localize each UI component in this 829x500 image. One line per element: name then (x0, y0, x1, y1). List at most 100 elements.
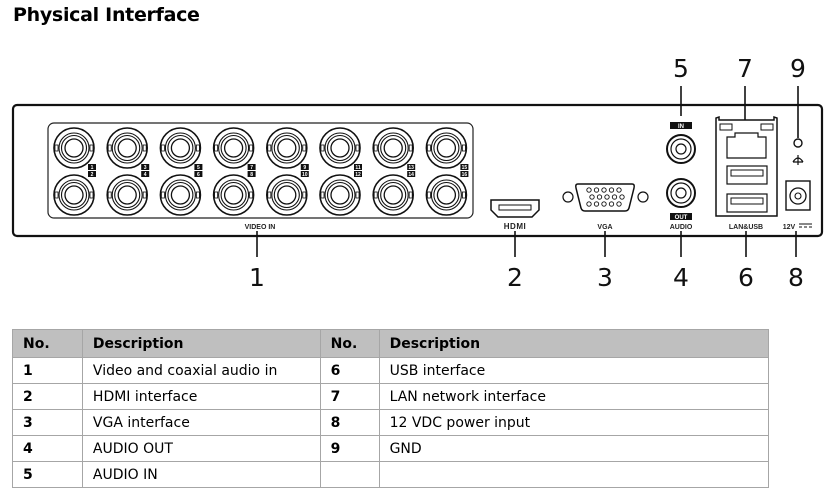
audio-in-tag: IN (678, 124, 684, 130)
table-row: 4 AUDIO OUT 9 GND (12, 435, 770, 462)
bnc-connector (372, 127, 415, 169)
vga-pin (616, 187, 622, 193)
lan-usb-block (715, 115, 778, 217)
table-header-row: No. Description No. Description (12, 329, 770, 358)
vga-pin (608, 201, 615, 207)
channel-tag-bg (407, 164, 416, 170)
channel-number: 5 (197, 165, 200, 171)
channel-tag-bg (194, 164, 203, 170)
channel-number: 1 (91, 165, 94, 171)
channel-number: 6 (197, 172, 200, 178)
bnc-connector (212, 127, 255, 169)
cell-no: 3 (12, 409, 83, 436)
cell-no: 4 (12, 435, 83, 462)
leader-lines (256, 86, 799, 257)
channel-tag-bg (141, 171, 150, 177)
channel-number: 4 (144, 172, 147, 178)
bnc-connector (53, 174, 95, 216)
callout-1: 1 (249, 263, 265, 292)
audio-in-tag-bg (670, 122, 692, 129)
callout-2: 2 (507, 263, 523, 292)
cell-description: GND (378, 435, 770, 462)
hdmi-port (490, 199, 540, 218)
interface-table: No. Description No. Description 1 Video … (12, 329, 770, 488)
header-description: Description (378, 329, 770, 358)
vga-pin (601, 187, 607, 193)
cell-description: 12 VDC power input (378, 409, 770, 436)
channel-number: 9 (303, 165, 306, 171)
header-no: No. (12, 329, 83, 358)
callout-8: 8 (788, 263, 804, 292)
table-row: 3 VGA interface 8 12 VDC power input (12, 409, 770, 436)
header-no: No. (319, 329, 380, 358)
channel-number: 16 (462, 172, 468, 178)
bnc-connector (106, 174, 148, 216)
lan-port (719, 123, 774, 159)
channel-tag-bg (354, 171, 362, 177)
cell-description: AUDIO OUT (81, 435, 321, 462)
header-description: Description (81, 329, 321, 358)
power-label: 12V (783, 224, 796, 231)
channel-tag-bg (300, 164, 309, 170)
channel-tag-bg (247, 164, 256, 170)
cell-description: HDMI interface (81, 383, 321, 410)
callout-6: 6 (738, 263, 754, 292)
channel-tag-bg (407, 171, 416, 177)
cell-no: 8 (319, 409, 380, 436)
channel-tag-bg (300, 171, 309, 177)
callout-4: 4 (673, 263, 689, 292)
cell-no (319, 461, 380, 488)
vga-pin (601, 201, 607, 207)
usb-port-1 (726, 165, 768, 185)
cell-description: USB interface (378, 357, 770, 384)
gnd-terminal (792, 138, 804, 165)
cell-description: LAN network interface (378, 383, 770, 410)
channel-tag-bg (141, 164, 150, 170)
cell-description: AUDIO IN (81, 461, 321, 488)
audio-out-port (666, 178, 696, 208)
table-row: 2 HDMI interface 7 LAN network interface (12, 383, 770, 410)
cell-no: 6 (319, 357, 380, 384)
cell-no: 9 (319, 435, 380, 462)
callout-3: 3 (597, 263, 613, 292)
bnc-connector (265, 174, 308, 216)
bnc-connector (425, 127, 468, 169)
bnc-connector (159, 127, 202, 169)
bnc-connector (319, 127, 361, 169)
cell-no: 7 (319, 383, 380, 410)
hdmi-label: HDMI (504, 222, 526, 231)
vga-pin (619, 194, 625, 200)
channel-tag-bg (88, 164, 96, 170)
callout-5: 5 (673, 54, 689, 83)
vga-pin (593, 187, 600, 193)
channel-number: 2 (91, 172, 94, 178)
bnc-connector (159, 174, 202, 216)
lan-usb-label: LAN&USB (729, 224, 763, 231)
channel-tag-bg (460, 171, 469, 177)
ground-symbol-icon (792, 155, 804, 165)
power-jack (785, 180, 811, 211)
vga-pin (608, 187, 615, 193)
cell-no: 2 (12, 383, 83, 410)
cell-no: 1 (12, 357, 83, 384)
cell-no: 5 (12, 461, 83, 488)
channel-number: 12 (355, 172, 361, 178)
channel-tag-bg (88, 171, 96, 177)
channel-number: 13 (408, 165, 414, 171)
vga-pin (586, 187, 592, 193)
bnc-connector (319, 174, 361, 216)
channel-tag-bg (247, 171, 256, 177)
channel-number: 11 (355, 165, 361, 171)
bnc-connector (212, 174, 255, 216)
bnc-connector (53, 127, 95, 169)
channel-number: 14 (408, 172, 414, 178)
bnc-connector (425, 174, 468, 216)
page-title: Physical Interface (13, 4, 200, 26)
callout-9: 9 (790, 54, 806, 83)
channel-number: 3 (144, 165, 147, 171)
vga-pin (593, 201, 600, 207)
audio-out-tag: OUT (675, 215, 688, 221)
vga-pin (616, 201, 622, 207)
channel-tag-bg (460, 164, 469, 170)
